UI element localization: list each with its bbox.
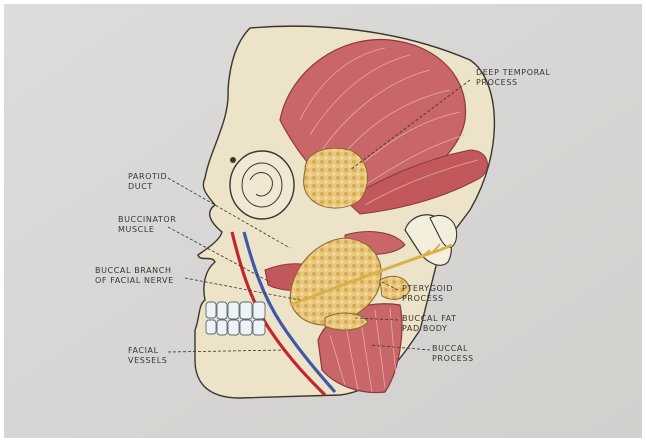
deep-temporal-fat: [304, 148, 368, 208]
label-buccinator-muscle: BUCCINATOR MUSCLE: [118, 215, 176, 235]
label-facial-vessels: FACIAL VESSELS: [128, 346, 167, 366]
label-deep-temporal-process: DEEP TEMPORAL PROCESS: [476, 68, 551, 88]
ear: [230, 151, 294, 219]
label-buccal-branch-facial-nerve: BUCCAL BRANCH OF FACIAL NERVE: [95, 266, 174, 286]
eye-mark: [230, 157, 236, 163]
label-buccal-process: BUCCAL PROCESS: [432, 344, 474, 364]
label-buccal-fat-pad-body: BUCCAL FAT PAD BODY: [402, 314, 457, 334]
label-pterygoid-process: PTERYGOID PROCESS: [402, 284, 453, 304]
label-parotid-duct: PAROTID DUCT: [128, 172, 167, 192]
